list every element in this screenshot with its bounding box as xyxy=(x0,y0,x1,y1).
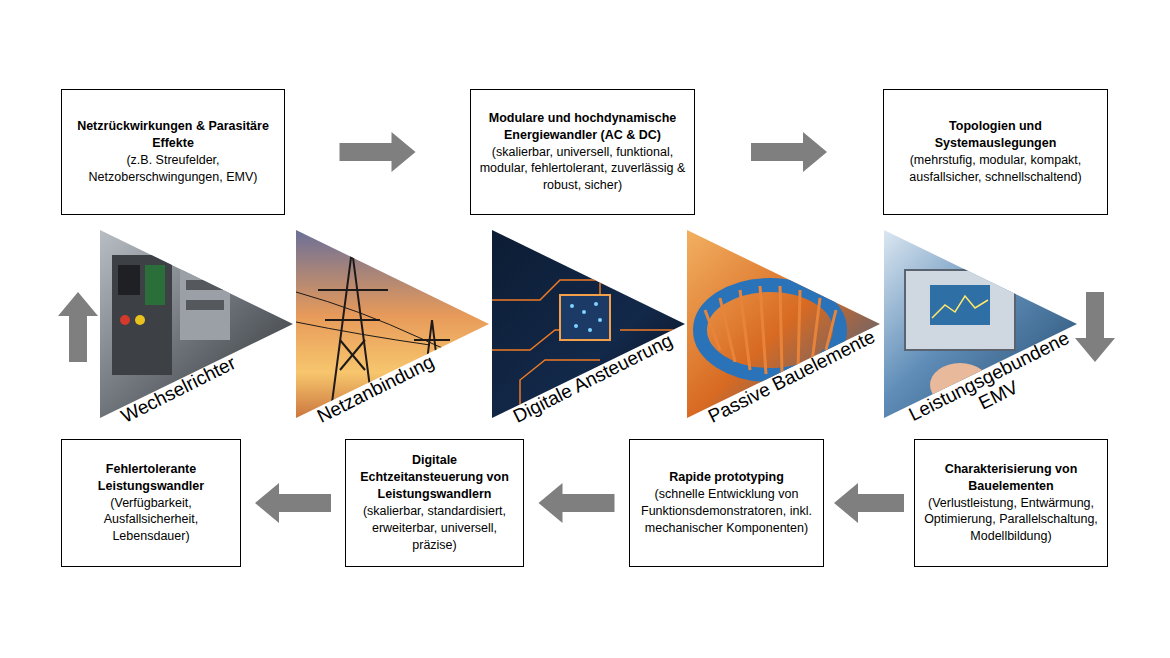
process-box: Rapide prototyping(schnelle Entwicklung … xyxy=(629,439,824,567)
flow-arrow xyxy=(539,483,615,523)
box-body: (z.B. Streufelder, Netzoberschwingungen,… xyxy=(70,152,276,186)
box-body: (skalierbar, universell, funktional, mod… xyxy=(479,144,686,195)
flow-arrow xyxy=(340,132,416,172)
box-heading: Digitale Echtzeitansteuerung von Leistun… xyxy=(354,452,515,503)
flow-arrow xyxy=(58,292,98,362)
process-box: Digitale Echtzeitansteuerung von Leistun… xyxy=(345,439,524,567)
box-body: (mehrstufig, modular, kompakt, ausfallsi… xyxy=(892,152,1099,186)
box-heading: Fehlertolerante Leistungswandler xyxy=(70,461,232,495)
box-body: (Verfügbarkeit, Ausfallsicherheit, Leben… xyxy=(70,495,232,546)
flow-arrow xyxy=(751,132,827,172)
process-box: Netzrückwirkungen & Parasitäre Effekte(z… xyxy=(61,89,285,215)
process-box: Charakterisierung von Bauelementen(Verlu… xyxy=(914,439,1108,567)
process-box: Topologien und Systemauslegungen(mehrstu… xyxy=(883,89,1108,215)
box-body: (skalierbar, standardisiert, erweiterbar… xyxy=(354,503,515,554)
process-box: Modulare und hochdynamische Energiewandl… xyxy=(470,89,695,215)
box-body: (schnelle Entwicklung von Funktionsdemon… xyxy=(638,486,815,537)
box-heading: Netzrückwirkungen & Parasitäre Effekte xyxy=(70,118,276,152)
box-heading: Modulare und hochdynamische Energiewandl… xyxy=(479,110,686,144)
box-heading: Topologien und Systemauslegungen xyxy=(892,118,1099,152)
process-box: Fehlertolerante Leistungswandler(Verfügb… xyxy=(61,439,241,567)
flow-arrow xyxy=(255,483,331,523)
box-body: (Verlustleistung, Entwärmung, Optimierun… xyxy=(923,495,1099,546)
box-heading: Charakterisierung von Bauelementen xyxy=(923,461,1099,495)
box-heading: Rapide prototyping xyxy=(669,469,784,486)
flow-arrow xyxy=(834,483,904,523)
flow-arrow xyxy=(1075,292,1115,362)
